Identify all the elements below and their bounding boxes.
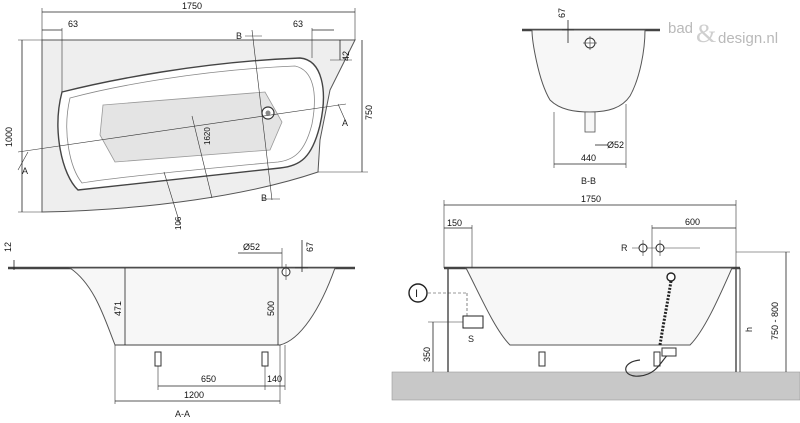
install-foot-right	[653, 351, 661, 367]
watermark-text-bad: bad	[668, 20, 693, 37]
top-view-basin-inner	[66, 65, 315, 184]
dim-bb-440: 440	[581, 153, 596, 163]
aa-foot-left	[154, 351, 162, 367]
install-waste-fitting	[661, 347, 677, 357]
dim-106: 106	[174, 216, 183, 230]
install-r-label: R	[621, 243, 628, 253]
bb-waste-pipe	[584, 111, 596, 133]
install-callout-label: I	[415, 288, 418, 300]
install-trap	[625, 351, 673, 377]
section-a-arrow-right	[337, 103, 347, 123]
dim-aa-d52: Ø52	[243, 242, 260, 252]
dim-install-150: 150	[447, 218, 462, 228]
dim-aa-471: 471	[113, 301, 123, 316]
dim-install-1750: 1750	[581, 194, 601, 204]
dim-line-106	[163, 171, 181, 225]
install-overflow	[666, 272, 676, 282]
install-view: I S 350 R 1750 150 600 h 750 - 800	[391, 194, 800, 401]
dim-bb-67: 67	[557, 8, 567, 18]
top-view-drain-center	[265, 110, 271, 116]
dim-63-left: 63	[68, 19, 78, 29]
dim-1000: 1000	[4, 127, 14, 147]
dim-1620: 1620	[203, 127, 212, 145]
install-tub-section	[465, 267, 733, 346]
section-b-label-bottom: B	[261, 193, 267, 203]
dim-install-350: 350	[422, 347, 432, 362]
install-s-box	[462, 315, 484, 329]
section-line-a	[17, 103, 347, 153]
dim-aa-1200: 1200	[184, 390, 204, 400]
section-a-label-left: A	[22, 166, 28, 176]
section-line-b	[251, 29, 273, 201]
aa-foot-right	[261, 351, 269, 367]
section-aa-caption: A-A	[175, 409, 190, 419]
section-bb-view: 67 440 Ø52 B-B	[522, 8, 660, 186]
dim-42: 42	[341, 51, 351, 61]
dim-aa-500: 500	[266, 301, 276, 316]
dim-aa-67: 67	[305, 242, 315, 252]
section-b-label-top: B	[236, 31, 242, 41]
dim-1750: 1750	[182, 1, 202, 11]
install-foot-left	[538, 351, 546, 367]
install-s-label: S	[468, 334, 474, 344]
section-aa-view: 12 471 500 Ø52 67 650 140 1200 A-A	[3, 240, 355, 419]
section-bb-caption: B-B	[581, 176, 596, 186]
dim-aa-140: 140	[267, 374, 282, 384]
install-callout-circle	[408, 283, 428, 303]
dim-750: 750	[364, 105, 374, 120]
dim-install-600: 600	[685, 217, 700, 227]
dim-aa-650: 650	[201, 374, 216, 384]
dim-line-1620	[191, 115, 213, 199]
top-view-bottom-panel	[99, 91, 283, 163]
top-view: 1750 63 63 42 750 1000 1620 106 B B A A	[4, 1, 374, 230]
watermark-logo: bad & design.nl	[668, 19, 778, 48]
install-floor	[391, 371, 800, 401]
aa-tub-section	[68, 267, 336, 346]
dim-bb-d52: Ø52	[607, 140, 624, 150]
section-a-label-right: A	[342, 118, 348, 128]
dim-install-h: h	[744, 327, 754, 332]
dim-install-750-800: 750 - 800	[770, 302, 780, 340]
dim-63-right: 63	[293, 19, 303, 29]
dim-aa-12: 12	[3, 242, 13, 252]
section-a-arrow-left	[17, 151, 29, 171]
watermark-text-design: design.nl	[718, 30, 778, 47]
watermark-ampersand: &	[696, 19, 716, 48]
install-overflow-hose	[658, 280, 673, 346]
